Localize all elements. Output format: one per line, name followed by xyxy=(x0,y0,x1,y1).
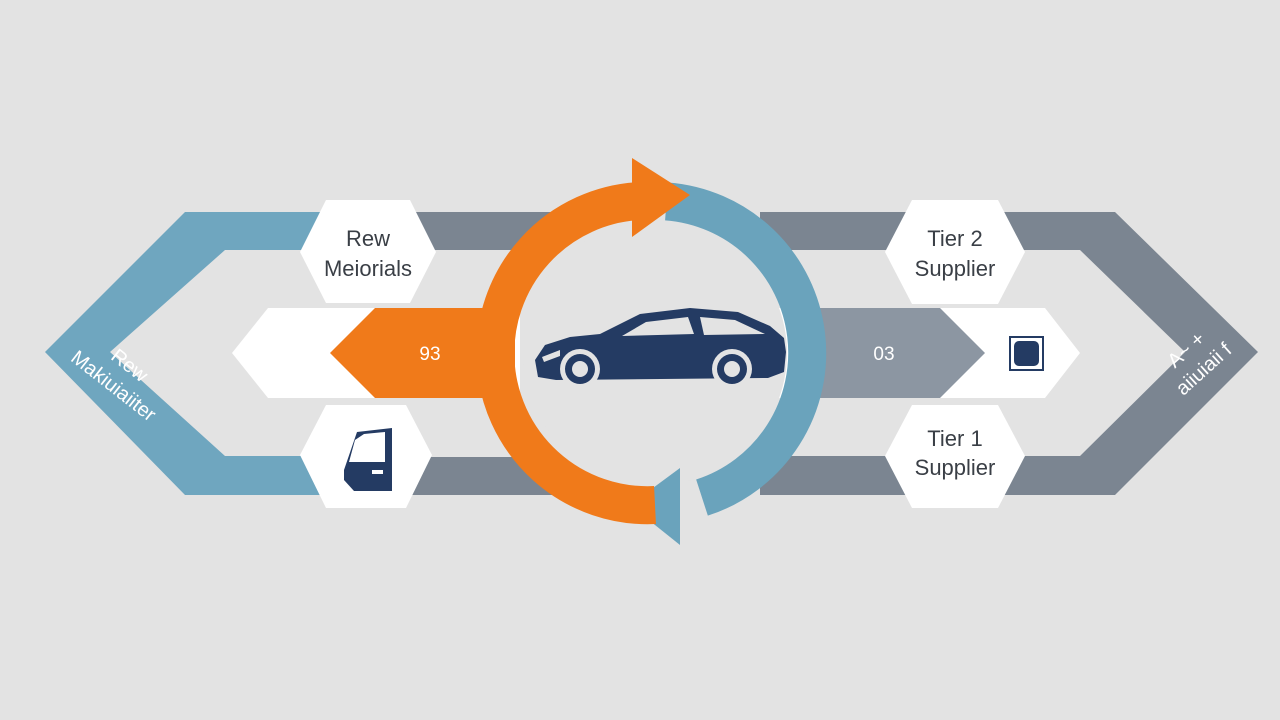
right-outer-chevron xyxy=(760,212,1258,495)
left-tag-number: 93 xyxy=(419,344,440,365)
orange-arrowhead xyxy=(632,158,690,237)
top-left-label-line1: Rew xyxy=(346,226,390,251)
orange-cycle-arc xyxy=(476,182,656,525)
top-left-label-line2: Meiorials xyxy=(324,256,412,281)
top-right-label-line2: Supplier xyxy=(915,256,996,281)
hexagon-bottom-right xyxy=(885,405,1025,508)
right-tag-number: 03 xyxy=(873,344,894,365)
car-door-icon xyxy=(344,428,392,491)
square-chip-icon xyxy=(1009,336,1044,371)
left-outer-chevron xyxy=(45,212,330,495)
hexagon-top-right xyxy=(885,200,1025,304)
top-right-label-line1: Tier 2 xyxy=(927,226,982,251)
hexagon-top-left xyxy=(300,200,436,303)
blue-cycle-arc xyxy=(664,182,827,516)
car-icon xyxy=(535,308,786,389)
right-gray-tag xyxy=(815,308,985,398)
bottom-right-label-line1: Tier 1 xyxy=(927,426,982,451)
left-orange-tag xyxy=(330,308,515,398)
bottom-right-label-line2: Supplier xyxy=(915,455,996,480)
